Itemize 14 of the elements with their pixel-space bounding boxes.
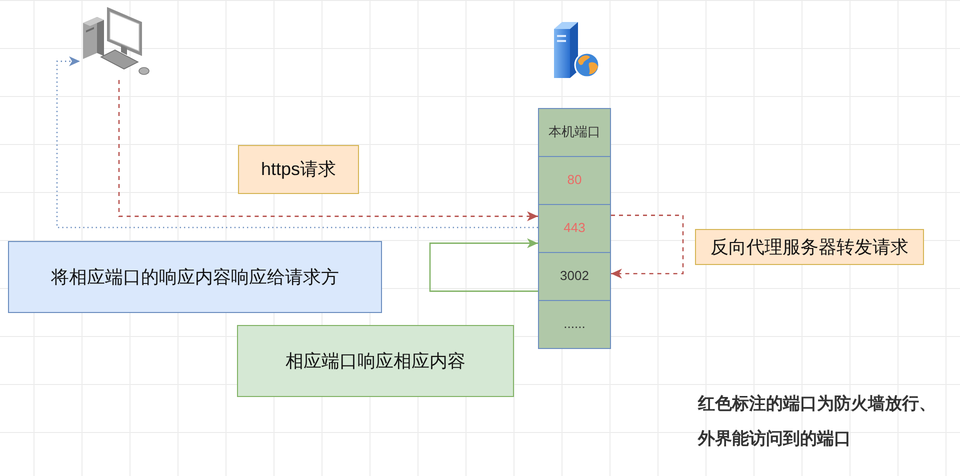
table-cell: ...... [538, 300, 611, 349]
table-header-cell: 本机端口 [538, 108, 611, 157]
arrow [56, 56, 538, 228]
note-text: 红色标注的端口为防火墙放行、外界能访问到的端口 [698, 393, 937, 450]
table-cell: 80 [538, 156, 611, 205]
table-cell: 3002 [538, 252, 611, 301]
arrow [429, 238, 538, 292]
label-box: https请求 [238, 145, 359, 194]
arrow [611, 214, 684, 279]
label-box: 相应端口响应相应内容 [237, 325, 514, 397]
arrow [118, 80, 538, 222]
label-box: 将相应端口的响应内容响应给请求方 [8, 241, 382, 313]
label-box: 反向代理服务器转发请求 [695, 229, 924, 265]
table-cell: 443 [538, 204, 611, 253]
